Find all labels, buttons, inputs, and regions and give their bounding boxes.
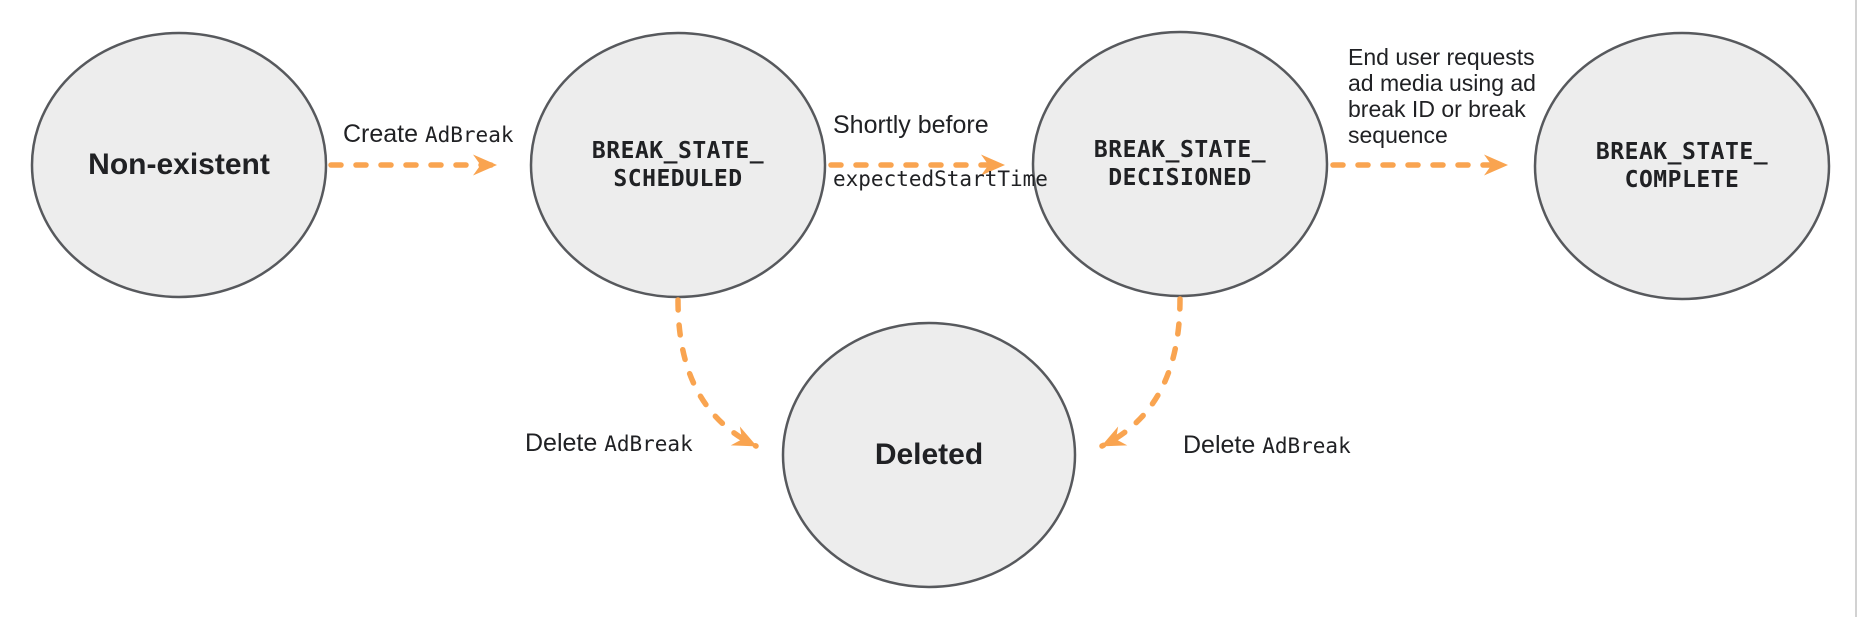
- node-ellipse-break-state-complete: [1533, 31, 1831, 301]
- edge-label-delete-adbreak-left-mono: AdBreak: [604, 432, 693, 456]
- node-ellipse-break-state-scheduled: [529, 31, 827, 299]
- edge-label-delete-adbreak-left: Delete AdBreak: [525, 403, 693, 458]
- edge-arrow-delete-adbreak-from-decisioned: [1099, 296, 1183, 449]
- edge-label-delete-adbreak-right-sans: Delete: [1183, 431, 1263, 459]
- edge-label-create-adbreak-mono: AdBreak: [424, 123, 514, 147]
- node-ellipse-break-state-decisioned: [1031, 30, 1329, 298]
- edge-label-delete-adbreak-right-mono: AdBreak: [1262, 434, 1351, 458]
- edge-label-end-user-requests: End user requests ad media using ad brea…: [1348, 44, 1536, 148]
- edge-label-shortly-before-mono: expectedStartTime: [833, 167, 1048, 191]
- page-edge-divider: [1855, 0, 1857, 617]
- node-ellipse-deleted: [781, 321, 1077, 589]
- edge-arrow-delete-adbreak-from-scheduled: [675, 297, 759, 449]
- edge-label-create-adbreak: Create AdBreak: [343, 94, 514, 149]
- edge-label-delete-adbreak-left-sans: Delete: [525, 429, 605, 457]
- edge-label-delete-adbreak-right: Delete AdBreak: [1183, 405, 1351, 460]
- edge-label-create-adbreak-sans: Create: [343, 120, 425, 148]
- node-ellipse-non-existent: [30, 31, 328, 299]
- edge-label-shortly-before: Shortly before expectedStartTime: [833, 85, 1048, 220]
- edge-label-shortly-before-sans: Shortly before: [833, 111, 989, 139]
